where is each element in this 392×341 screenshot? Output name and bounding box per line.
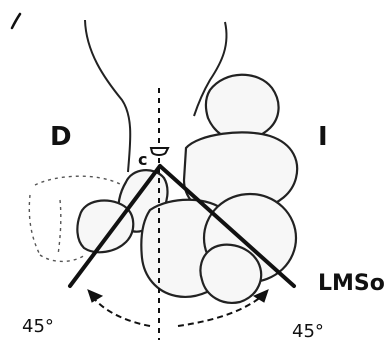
label-left-side: D bbox=[50, 122, 72, 152]
lower-fingers bbox=[200, 245, 261, 303]
label-angle-left: 45° bbox=[22, 316, 54, 337]
label-right-side: I bbox=[318, 122, 328, 152]
label-angle-right: 45° bbox=[292, 321, 324, 341]
label-pivot: c bbox=[138, 150, 147, 169]
label-view: LMSo bbox=[318, 271, 385, 296]
arrowhead-left bbox=[88, 290, 102, 302]
finger-2 bbox=[77, 200, 133, 252]
corner-mark bbox=[12, 14, 20, 28]
body-outline-left bbox=[85, 20, 130, 172]
rotation-arc-left bbox=[92, 296, 150, 326]
pivot-marker bbox=[151, 148, 168, 155]
upper-arm bbox=[206, 75, 279, 140]
